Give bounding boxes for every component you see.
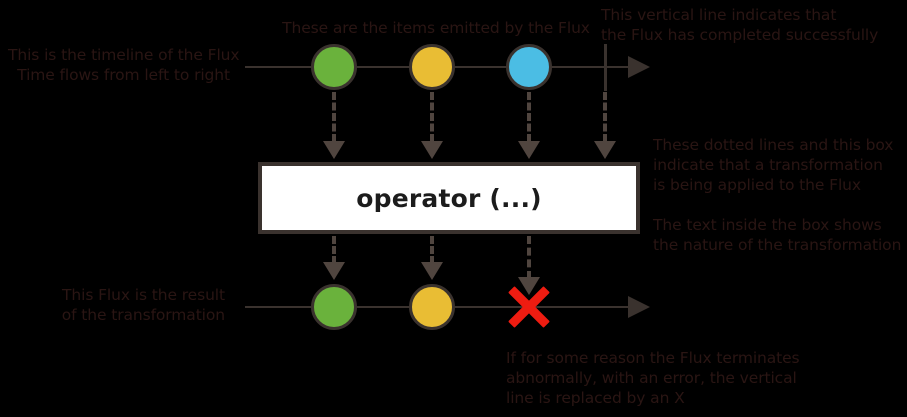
annotation-result-left: This Flux is the result of the transform… <box>61 286 225 324</box>
operator-label: operator (...) <box>356 183 542 213</box>
marble-blue[interactable] <box>506 44 552 90</box>
marble-green[interactable] <box>311 44 357 90</box>
error-marker-icon[interactable] <box>506 284 552 330</box>
connector-completion-down <box>603 92 607 142</box>
result-connector-green-arrow-icon <box>323 262 345 280</box>
annotation-timeline-left: This is the timeline of the Flux Time fl… <box>8 46 240 84</box>
result-marble-green[interactable] <box>311 284 357 330</box>
operator-box[interactable]: operator (...) <box>258 162 640 234</box>
connector-blue-arrow-icon <box>518 141 540 159</box>
annotation-items-emitted: These are the items emitted by the Flux <box>282 19 590 37</box>
connector-yellow-arrow-icon <box>421 141 443 159</box>
result-connector-error-arrow-icon <box>518 277 540 295</box>
connector-yellow-down <box>430 92 434 142</box>
annotation-completion-line: This vertical line indicates that the Fl… <box>601 6 879 44</box>
source-timeline-arrow-icon <box>628 56 650 78</box>
result-connector-yellow-arrow-icon <box>421 262 443 280</box>
completion-marker <box>604 44 607 91</box>
annotation-error-note: If for some reason the Flux terminates a… <box>506 349 800 407</box>
result-connector-green-down <box>332 236 336 264</box>
annotation-dotted-lines-box: These dotted lines and this box indicate… <box>653 136 894 194</box>
connector-completion-arrow-icon <box>594 141 616 159</box>
marble-yellow[interactable] <box>409 44 455 90</box>
connector-green-arrow-icon <box>323 141 345 159</box>
connector-green-down <box>332 92 336 142</box>
result-connector-error-down <box>527 236 531 279</box>
connector-blue-down <box>527 92 531 142</box>
result-connector-yellow-down <box>430 236 434 264</box>
result-timeline-arrow-icon <box>628 296 650 318</box>
result-marble-yellow[interactable] <box>409 284 455 330</box>
annotation-box-text-meaning: The text inside the box shows the nature… <box>653 216 902 254</box>
